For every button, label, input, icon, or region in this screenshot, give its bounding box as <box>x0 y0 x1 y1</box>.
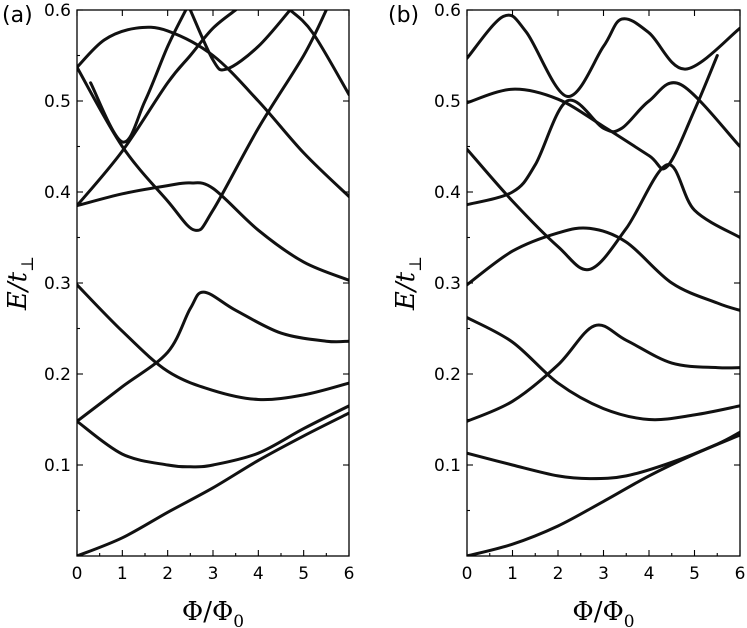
x-axis-label: Φ/Φ0 <box>182 597 244 628</box>
panel-a: 0 1 2 3 4 5 6 0.1 0.2 0.3 0.4 0.5 0.6 (a) Φ/Φ0 E/t⊥ <box>2 1 354 628</box>
x-axis-label: Φ/Φ0 <box>572 597 634 628</box>
series-group <box>467 13 740 556</box>
x-tick-label: 5 <box>689 564 700 584</box>
x-tick-label: 1 <box>507 564 518 584</box>
x-tick-label: 0 <box>72 564 83 584</box>
y-tick-label: 0.5 <box>434 92 461 112</box>
plot-frame <box>76 9 350 557</box>
y-tick-label: 0.4 <box>434 183 461 203</box>
y-axis-label: E/t⊥ <box>391 256 426 311</box>
y-tick-label: 0.3 <box>44 274 71 294</box>
x-tick-label: 6 <box>735 564 746 584</box>
panel-label: (b) <box>388 3 419 28</box>
series-line-6 <box>77 10 238 208</box>
series-line-4 <box>77 283 349 402</box>
series-line-7 <box>467 147 740 272</box>
y-tick-label: 0.5 <box>44 92 71 112</box>
y-tick-label: 0.1 <box>434 456 461 476</box>
x-tick-label: 2 <box>553 564 564 584</box>
series-line-3 <box>467 323 740 423</box>
series-line-8 <box>467 54 719 171</box>
series-line-9 <box>467 13 740 98</box>
y-tick-label: 0.2 <box>44 365 71 385</box>
series-line-6 <box>467 81 740 207</box>
series-line-2 <box>77 404 349 469</box>
panel-label: (a) <box>2 3 33 28</box>
series-line-5 <box>77 181 349 282</box>
x-tick-label: 6 <box>344 564 355 584</box>
series-line-10 <box>188 10 292 72</box>
series-line-2 <box>467 430 740 481</box>
series-line-1 <box>77 411 349 556</box>
series-line-11 <box>288 10 349 97</box>
y-tick-label: 0.2 <box>434 365 461 385</box>
y-tick-label: 0.4 <box>44 183 71 203</box>
x-tick-label: 3 <box>208 564 219 584</box>
x-tick-label: 2 <box>162 564 173 584</box>
x-tick-label: 5 <box>298 564 309 584</box>
y-tick-label: 0.6 <box>44 1 71 21</box>
y-axis-label: E/t⊥ <box>3 256 38 311</box>
x-tick-label: 0 <box>462 564 473 584</box>
series-line-9 <box>89 10 188 144</box>
x-tick-label: 1 <box>117 564 128 584</box>
y-tick-label: 0.6 <box>434 1 461 21</box>
series-line-7 <box>77 10 328 232</box>
series-line-5 <box>467 226 740 312</box>
y-tick-label: 0.1 <box>44 456 71 476</box>
panel-b: 0 1 2 3 4 5 6 0.1 0.2 0.3 0.4 0.5 0.6 (b) Φ/Φ0 E/t⊥ <box>388 1 745 628</box>
plot-frame <box>466 9 741 557</box>
x-tick-label: 3 <box>598 564 609 584</box>
series-line-3 <box>77 290 349 423</box>
series-line-8 <box>77 25 349 198</box>
x-tick-label: 4 <box>253 564 264 584</box>
series-line-4 <box>467 316 740 422</box>
x-tick-label: 4 <box>644 564 655 584</box>
y-tick-label: 0.3 <box>434 274 461 294</box>
series-group <box>77 10 349 556</box>
